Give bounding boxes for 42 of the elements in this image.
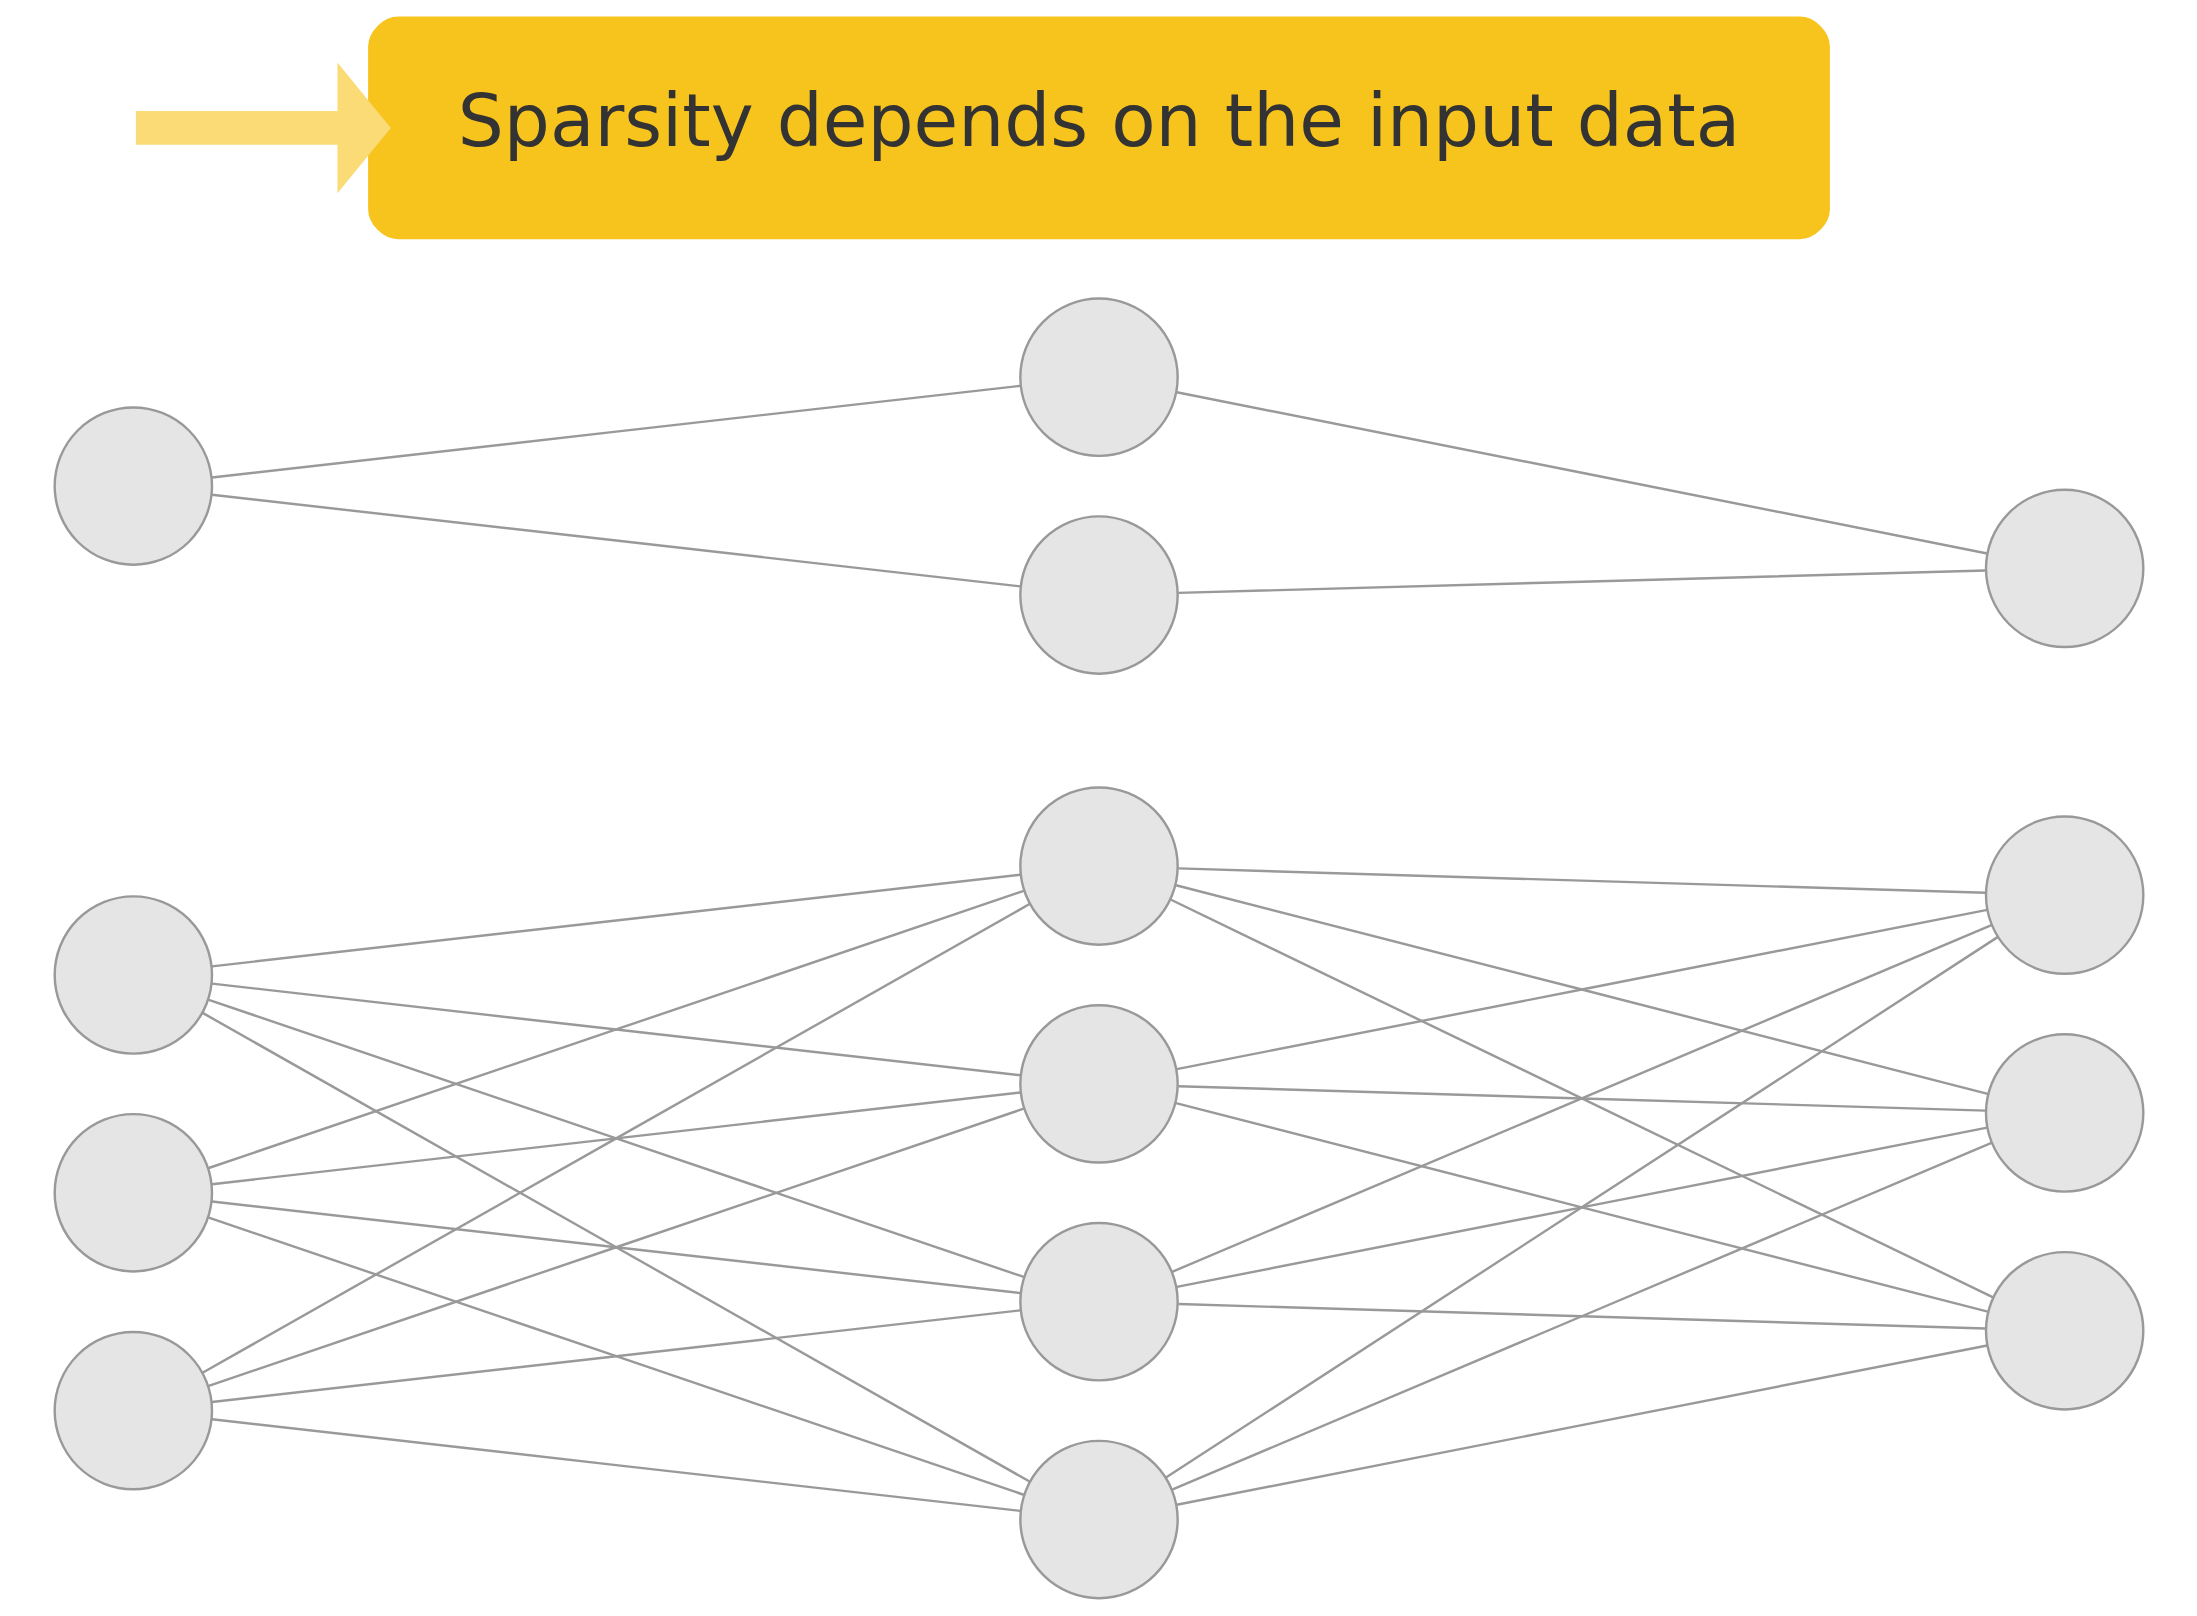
connector [1176, 1126, 1987, 1289]
node-circle [52, 1112, 213, 1273]
connector [1177, 1085, 1986, 1112]
connector [1177, 569, 1986, 595]
connector [207, 1216, 1024, 1496]
node-circle [1984, 1033, 2145, 1193]
node-circle [52, 1330, 213, 1491]
node-circle [1018, 786, 1179, 946]
connector [207, 998, 1024, 1279]
connector [211, 384, 1020, 479]
node-circle [1018, 297, 1179, 458]
connector [1177, 1302, 1986, 1330]
node-circle [52, 406, 213, 566]
connector [1176, 391, 1987, 555]
connector [201, 903, 1030, 1374]
connector [1175, 884, 1988, 1095]
node-circle [1984, 815, 2145, 975]
connector [211, 1200, 1020, 1295]
connector [1164, 935, 1999, 1479]
node-circle [1984, 1250, 2145, 1411]
connector [211, 982, 1020, 1077]
node-circle [1018, 1439, 1179, 1600]
connector [211, 493, 1020, 588]
node-circle [52, 895, 213, 1055]
node-circle [1018, 1004, 1179, 1164]
connector [201, 1011, 1030, 1483]
arrow [135, 62, 391, 194]
connector [211, 873, 1020, 968]
connector [211, 1309, 1020, 1404]
connector [1171, 1141, 1992, 1491]
connector [1177, 867, 1986, 894]
node-circle [1984, 488, 2145, 649]
connector [1176, 1344, 1987, 1506]
connector [211, 1418, 1020, 1513]
connector [1176, 908, 1987, 1071]
node-circle [1018, 1221, 1179, 1382]
node-circle [1018, 515, 1179, 675]
connector [1175, 1101, 1988, 1313]
connector [207, 889, 1024, 1170]
connector [207, 1107, 1024, 1387]
connector [211, 1091, 1020, 1186]
node-box: Sparsity depends on the input data [367, 16, 1830, 240]
